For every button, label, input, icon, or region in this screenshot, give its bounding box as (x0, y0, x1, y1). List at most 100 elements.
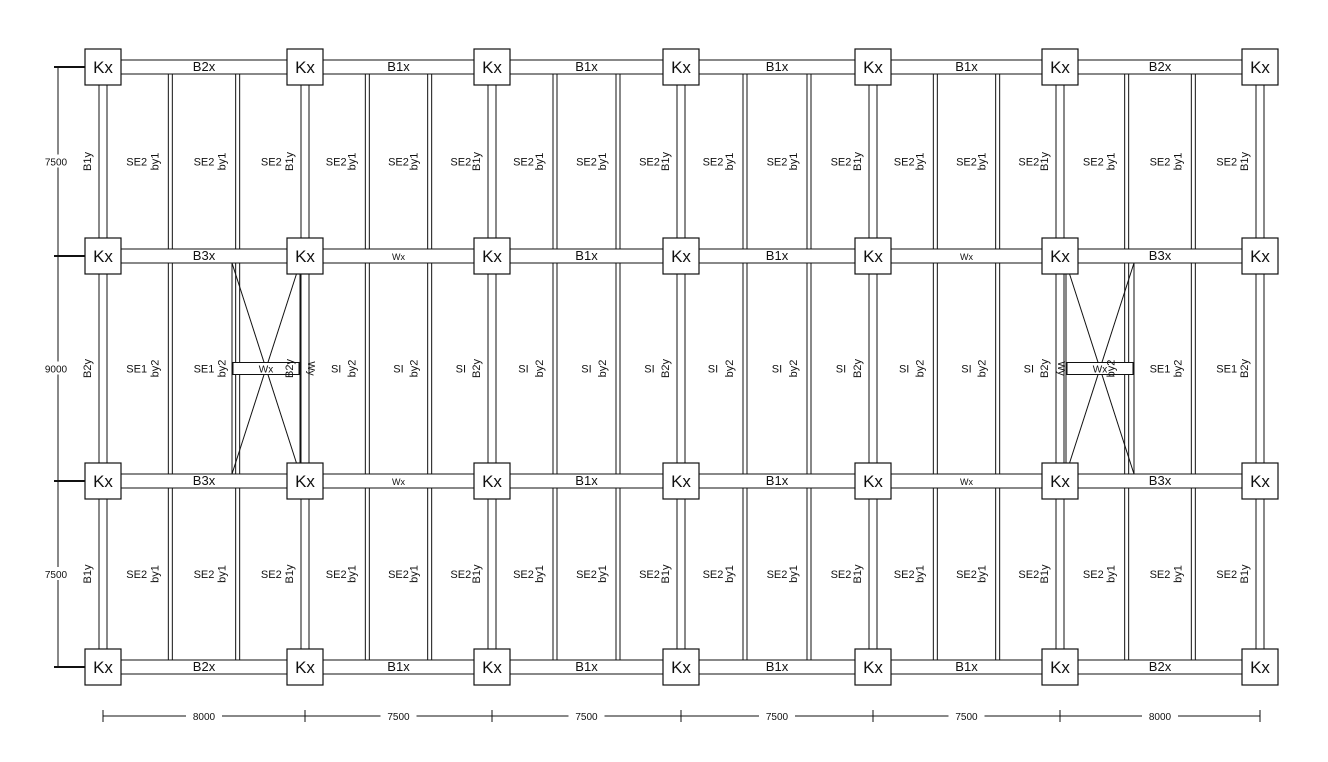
slab-label: SE2 (894, 569, 915, 581)
slab-label: SI (899, 364, 909, 376)
slab-label: SE1 (1216, 364, 1237, 376)
beam-y-label: B1y (852, 152, 864, 171)
joist-label: by2 (977, 360, 989, 378)
beam-y-label: B2y (1239, 359, 1251, 378)
slab-label: SE1 (194, 364, 215, 376)
beam-x-label: B1x (955, 59, 978, 74)
span-dimension: 8000 (1149, 712, 1172, 723)
column-box (473, 48, 511, 86)
joist-label: by1 (346, 565, 358, 583)
column-box (854, 462, 892, 500)
beam-y-label: B1y (82, 564, 94, 583)
dimension-mask (40, 361, 76, 375)
beam-y-label: B1y (660, 152, 672, 171)
column-box (662, 462, 700, 500)
joist-label: by1 (1172, 565, 1184, 583)
beam-x-label: Wx (392, 252, 405, 262)
beam-x-label: B1x (387, 659, 410, 674)
column-box (84, 237, 122, 275)
slab-label: SE1 (1150, 364, 1171, 376)
joist-label: by2 (1106, 360, 1118, 378)
beam-x-label: Wx (960, 252, 973, 262)
column-box (473, 237, 511, 275)
beam-y (868, 84, 878, 239)
joist-label: by1 (217, 153, 229, 171)
beam-y-label: B1y (284, 152, 296, 171)
joist-label: by1 (724, 565, 736, 583)
joist-label: by2 (597, 360, 609, 378)
slab-label: SE2 (513, 157, 534, 169)
opening-beam (1066, 362, 1134, 375)
slab-label: SI (772, 364, 782, 376)
joist-label: by2 (346, 360, 358, 378)
joist-label: by1 (724, 153, 736, 171)
column-label: Kx (863, 58, 883, 77)
bay-dimension: 7500 (45, 570, 68, 581)
opening-beam (232, 362, 300, 375)
beam-x-label: B1x (575, 473, 598, 488)
dimension-mask (40, 567, 76, 580)
slab-label: SE2 (831, 157, 852, 169)
slab-label: SE2 (194, 157, 215, 169)
beam-y (676, 84, 686, 239)
beam-y (487, 273, 497, 464)
beam-y (98, 498, 108, 650)
slab-label: SE2 (194, 569, 215, 581)
column-box (1241, 237, 1279, 275)
joist-label: by2 (217, 360, 229, 378)
beam-y (98, 84, 108, 239)
beam-x-label: B1x (575, 59, 598, 74)
joist-label: by1 (409, 153, 421, 171)
column-label: Kx (863, 247, 883, 266)
slab-label: SI (393, 364, 403, 376)
beam-y (1255, 498, 1265, 650)
joist-label: by1 (1106, 153, 1118, 171)
dimension-mask (380, 711, 417, 721)
joist-label: by1 (914, 153, 926, 171)
slab-label: SE2 (450, 569, 471, 581)
bay-dimension: 9000 (45, 365, 68, 376)
beam-x-label: B2x (1149, 659, 1172, 674)
column-label: Kx (295, 247, 315, 266)
dimension-mask (759, 711, 795, 721)
slab-label: SE2 (1150, 569, 1171, 581)
column-label: Kx (671, 247, 691, 266)
column-label: Kx (863, 472, 883, 491)
slab-label: SI (708, 364, 718, 376)
slab-label: SI (518, 364, 528, 376)
column-label: Kx (295, 472, 315, 491)
column-box (286, 462, 324, 500)
column-box (1241, 48, 1279, 86)
opening-beam-label: Wx (1093, 365, 1107, 376)
beam-y (1055, 498, 1065, 650)
joist-label: by1 (1172, 153, 1184, 171)
slab-label: SE2 (261, 569, 282, 581)
joist-label: by1 (597, 565, 609, 583)
opening-wall-label: Wy (1055, 361, 1066, 375)
column-box (1041, 237, 1079, 275)
column-box (84, 462, 122, 500)
slab-label: SI (644, 364, 654, 376)
beam-x-label: B2x (193, 59, 216, 74)
column-box (854, 648, 892, 686)
beam-x-label: B1x (766, 659, 789, 674)
column-label: Kx (482, 658, 502, 677)
slab-label: SE2 (513, 569, 534, 581)
joist-label: by1 (346, 153, 358, 171)
beam-x-label: Wx (392, 477, 405, 487)
beam-x-label: B1x (766, 473, 789, 488)
joist-label: by1 (149, 565, 161, 583)
joist-label: by2 (149, 360, 161, 378)
beam-y-label: B1y (471, 564, 483, 583)
slab-label: SI (961, 364, 971, 376)
column-box (1041, 462, 1079, 500)
slab-label: SE2 (767, 569, 788, 581)
slab-label: SE2 (1216, 157, 1237, 169)
column-label: Kx (1250, 247, 1270, 266)
opening-box (1065, 262, 1135, 475)
slab-label: SE2 (1083, 569, 1104, 581)
column-label: Kx (93, 472, 113, 491)
column-box (286, 648, 324, 686)
column-label: Kx (671, 58, 691, 77)
